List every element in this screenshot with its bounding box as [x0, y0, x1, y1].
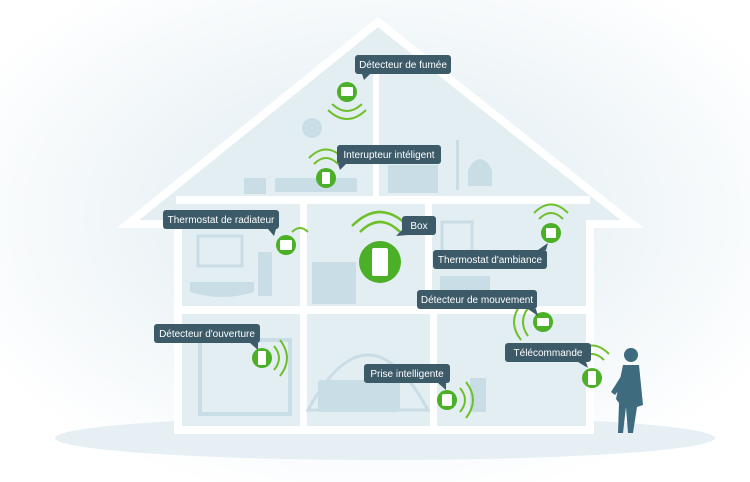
armchair: [468, 159, 492, 186]
coat-rack: [470, 378, 486, 412]
box-icon: [351, 210, 409, 283]
remote-label: Télécommande: [514, 348, 583, 359]
nightstand: [244, 178, 266, 194]
person-silhouette: [611, 348, 643, 433]
dresser: [388, 165, 438, 193]
attic-floor: [176, 196, 590, 204]
smoke-detector-label: Détecteur de fumée: [359, 60, 447, 71]
label-box: Box: [396, 216, 436, 236]
smart-plug-label: Prise intelligente: [370, 369, 444, 380]
shelf: [312, 262, 356, 304]
floor-lamp: [456, 140, 459, 190]
wall-2: [425, 200, 432, 310]
window: [196, 234, 244, 268]
sofa: [318, 380, 400, 412]
opening-detector-icon: [252, 339, 288, 377]
attic-wall: [373, 60, 379, 200]
smart-switch-label: Interupteur intéligent: [343, 150, 434, 161]
box-label: Box: [410, 221, 427, 232]
room-thermostat-icon: [533, 203, 569, 243]
label-smart-switch: Interupteur intéligent: [337, 145, 441, 170]
callouts: Détecteur de fumée Interupteur intéligen…: [154, 55, 591, 390]
label-smart-plug: Prise intelligente: [364, 364, 450, 390]
wall-3: [300, 310, 307, 430]
middle-floor: [176, 306, 590, 314]
bed: [275, 178, 357, 192]
smoke-detector-icon: [327, 82, 367, 120]
bathtub: [190, 282, 254, 297]
towel-radiator: [258, 252, 272, 296]
label-remote: Télécommande: [505, 343, 591, 368]
smart-plug-icon: [437, 381, 474, 419]
label-opening-detector: Détecteur d'ouverture: [154, 324, 260, 350]
motion-detector-label: Détecteur de mouvement: [421, 295, 534, 306]
lamp: [302, 118, 322, 138]
opening-detector-label: Détecteur d'ouverture: [159, 329, 255, 340]
radiator-thermostat-icon: [276, 227, 309, 255]
wall-1: [300, 200, 307, 310]
room-thermostat-label: Thermostat d'ambiance: [438, 255, 543, 266]
label-smoke-detector: Détecteur de fumée: [355, 55, 451, 80]
radiator-thermostat-label: Thermostat de radiateur: [168, 215, 275, 226]
label-motion-detector: Détecteur de mouvement: [417, 290, 538, 316]
label-radiator-thermostat: Thermostat de radiateur: [163, 210, 279, 236]
label-room-thermostat: Thermostat d'ambiance: [433, 243, 548, 269]
devices: [252, 82, 610, 419]
